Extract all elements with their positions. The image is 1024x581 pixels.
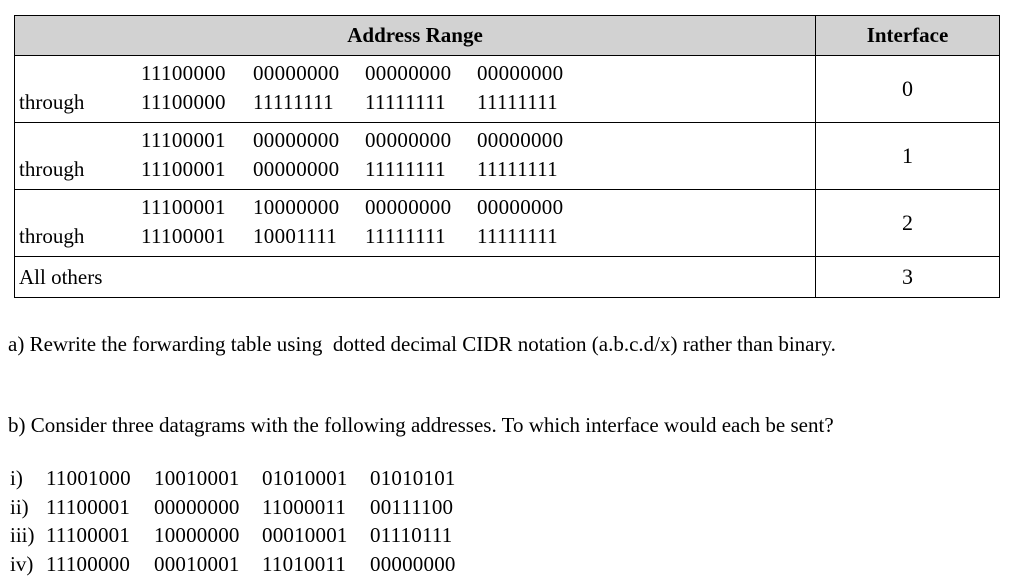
range-start-indent (19, 59, 141, 88)
octet: 00000000 (365, 61, 452, 85)
octet: 11100000 (141, 90, 226, 114)
octet: 00000000 (253, 157, 340, 181)
table-row-interface-2: 11100001 10000000 00000000 00000000 thro… (14, 189, 1000, 257)
octet: 10001111 (253, 224, 338, 248)
octet: 11100001 (141, 157, 226, 181)
interface-value: 3 (815, 256, 1000, 298)
range-start-line: 11100000 00000000 00000000 00000000 (19, 59, 815, 88)
octet: 11111111 (365, 157, 446, 181)
octet: 00000000 (365, 195, 452, 219)
octet: 00000000 (365, 128, 452, 152)
octet: 11111111 (477, 157, 558, 181)
address-range-header: Address Range (14, 15, 816, 56)
datagram-list: i) 11001000 10010001 01010001 01010101 i… (10, 464, 478, 578)
octet: 00010001 (154, 551, 240, 576)
octet: 00000000 (477, 128, 564, 152)
datagram-numeral: ii) (10, 494, 29, 519)
question-b: b) Consider three datagrams with the fol… (8, 413, 834, 437)
all-others-label: All others (14, 256, 816, 298)
octet: 11111111 (365, 224, 446, 248)
range-end-line: through 11100000 11111111 11111111 11111… (19, 88, 815, 117)
octet: 11100001 (141, 128, 226, 152)
octet: 11010011 (262, 551, 347, 576)
datagram-line-iv: iv) 11100000 00010001 11010011 00000000 (10, 550, 478, 579)
table-row-interface-1: 11100001 00000000 00000000 00000000 thro… (14, 122, 1000, 190)
octet: 00000000 (154, 494, 240, 519)
range-start-line: 11100001 00000000 00000000 00000000 (19, 126, 815, 155)
range-end-line: through 11100001 00000000 11111111 11111… (19, 155, 815, 184)
address-range-cell: 11100001 00000000 00000000 00000000 thro… (14, 122, 816, 190)
octet: 11100000 (46, 551, 131, 576)
datagram-line-i: i) 11001000 10010001 01010001 01010101 (10, 464, 478, 493)
octet: 01110111 (370, 523, 453, 547)
datagram-line-iii: iii) 11100001 10000000 00010001 01110111 (10, 521, 478, 550)
octet: 01010101 (370, 466, 456, 490)
through-label: through (19, 157, 85, 181)
range-start-line: 11100001 10000000 00000000 00000000 (19, 193, 815, 222)
address-range-cell: 11100001 10000000 00000000 00000000 thro… (14, 189, 816, 257)
octet: 00111100 (370, 494, 454, 519)
octet: 00000000 (477, 61, 564, 85)
octet: 11111111 (477, 224, 558, 248)
octet: 00000000 (477, 195, 564, 219)
datagram-numeral: i) (10, 466, 23, 490)
datagram-numeral: iii) (10, 523, 35, 547)
interface-value: 1 (815, 122, 1000, 190)
range-end-line: through 11100001 10001111 11111111 11111… (19, 222, 815, 251)
datagram-numeral: iv) (10, 551, 34, 576)
datagram-line-ii: ii) 11100001 00000000 11000011 00111100 (10, 493, 478, 522)
octet: 00010001 (262, 523, 348, 547)
octet: 11111111 (365, 90, 446, 114)
octet: 10010001 (154, 466, 240, 490)
interface-header: Interface (815, 15, 1000, 56)
octet: 11111111 (477, 90, 558, 114)
octet: 00000000 (253, 61, 340, 85)
octet: 10000000 (253, 195, 340, 219)
table-row-all-others: All others 3 (14, 256, 1000, 298)
octet: 11100001 (141, 195, 226, 219)
range-start-indent (19, 193, 141, 222)
interface-value: 2 (815, 189, 1000, 257)
octet: 10000000 (154, 523, 240, 547)
octet: 11111111 (253, 90, 334, 114)
octet: 00000000 (370, 551, 456, 576)
octet: 11000011 (262, 494, 347, 519)
octet: 01010001 (262, 466, 348, 490)
forwarding-table: Address Range Interface 11100000 0000000… (14, 15, 1000, 298)
table-row-interface-0: 11100000 00000000 00000000 00000000 thro… (14, 55, 1000, 123)
interface-value: 0 (815, 55, 1000, 123)
address-range-cell: 11100000 00000000 00000000 00000000 thro… (14, 55, 816, 123)
through-label: through (19, 90, 85, 114)
octet: 11100001 (46, 494, 131, 519)
through-label: through (19, 224, 85, 248)
octet: 11100001 (46, 523, 131, 547)
octet: 11001000 (46, 466, 131, 490)
octet: 00000000 (253, 128, 340, 152)
question-a: a) Rewrite the forwarding table using do… (8, 332, 836, 356)
octet: 11100000 (141, 61, 226, 85)
octet: 11100001 (141, 224, 226, 248)
range-start-indent (19, 126, 141, 155)
table-header-row: Address Range Interface (14, 15, 1000, 56)
